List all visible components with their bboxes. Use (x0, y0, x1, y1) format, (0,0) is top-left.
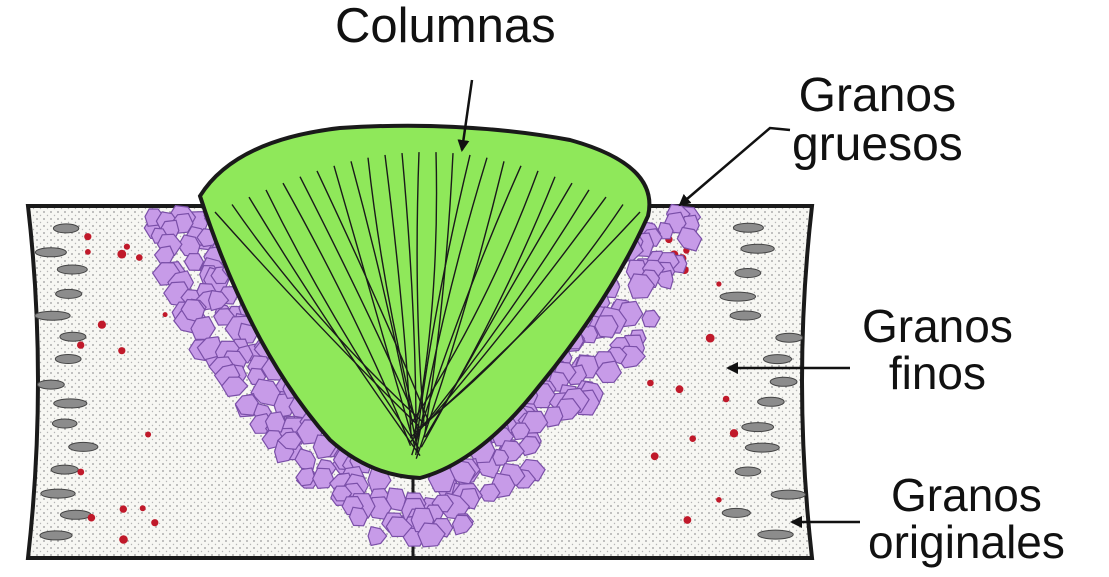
fine-grain (77, 469, 84, 476)
original-grain (758, 397, 785, 406)
fine-grain (730, 429, 738, 437)
original-grain (57, 265, 87, 274)
fine-grain (140, 505, 146, 511)
fine-grain (716, 281, 721, 286)
fine-grain (88, 514, 96, 522)
fine-grain (684, 516, 692, 524)
fine-grain (136, 254, 143, 261)
fine-grain (119, 535, 128, 544)
original-grain (720, 292, 756, 301)
fine-grain (151, 519, 158, 526)
fine-grain (77, 341, 84, 348)
original-grain (733, 223, 763, 232)
original-grain (69, 442, 98, 451)
original-grain (745, 443, 779, 452)
original-grain (771, 490, 805, 499)
fine-grain (85, 249, 91, 255)
fine-grain (124, 244, 130, 250)
original-grain (722, 508, 750, 517)
fine-grain (716, 497, 722, 503)
fine-grain (118, 347, 125, 354)
original-grain (763, 355, 791, 364)
original-grain (41, 489, 75, 498)
label-line-2: originales (868, 519, 1065, 566)
original-grain (54, 399, 87, 408)
fine-grain (647, 380, 654, 387)
original-grain (56, 289, 82, 298)
original-grain (35, 248, 66, 257)
fine-grain (98, 321, 106, 329)
label-line-1: Granos (792, 72, 963, 121)
original-grain (60, 332, 86, 341)
original-grain (735, 467, 761, 476)
original-grain (60, 510, 91, 519)
original-grain (770, 377, 797, 386)
original-grain (51, 465, 78, 474)
label-granos-originales: Granos originales (868, 472, 1065, 566)
fine-grain (117, 250, 126, 259)
original-grain (730, 311, 761, 320)
fine-grain (676, 385, 684, 393)
label-columnas: Columnas (335, 2, 556, 52)
original-grain (52, 419, 77, 428)
original-grain (776, 333, 803, 342)
label-line-2: gruesos (792, 121, 963, 170)
label-line-2: finos (862, 350, 1013, 397)
original-grain (742, 423, 774, 432)
fine-grain (145, 432, 151, 438)
arrow-icon (680, 128, 790, 205)
label-line-1: Granos (868, 472, 1065, 519)
original-grain (741, 244, 774, 253)
original-grain (40, 531, 72, 540)
original-grain (55, 355, 81, 364)
original-grain (758, 530, 793, 539)
label-columnas-text: Columnas (335, 2, 556, 52)
original-grain (38, 380, 65, 389)
label-granos-gruesos: Granos gruesos (792, 72, 963, 170)
original-grain (735, 269, 761, 278)
fine-grain (163, 312, 168, 317)
coarse-grain (595, 316, 618, 338)
fine-grain (706, 334, 715, 343)
original-grain (53, 224, 78, 233)
original-grain (35, 311, 70, 320)
fine-grain (689, 435, 696, 442)
label-granos-finos: Granos finos (862, 303, 1013, 397)
fine-grain (723, 396, 730, 403)
label-line-1: Granos (862, 303, 1013, 350)
fine-grain (651, 452, 659, 460)
fine-grain (84, 233, 91, 240)
fine-grain (120, 505, 127, 512)
coarse-grain (313, 468, 334, 488)
